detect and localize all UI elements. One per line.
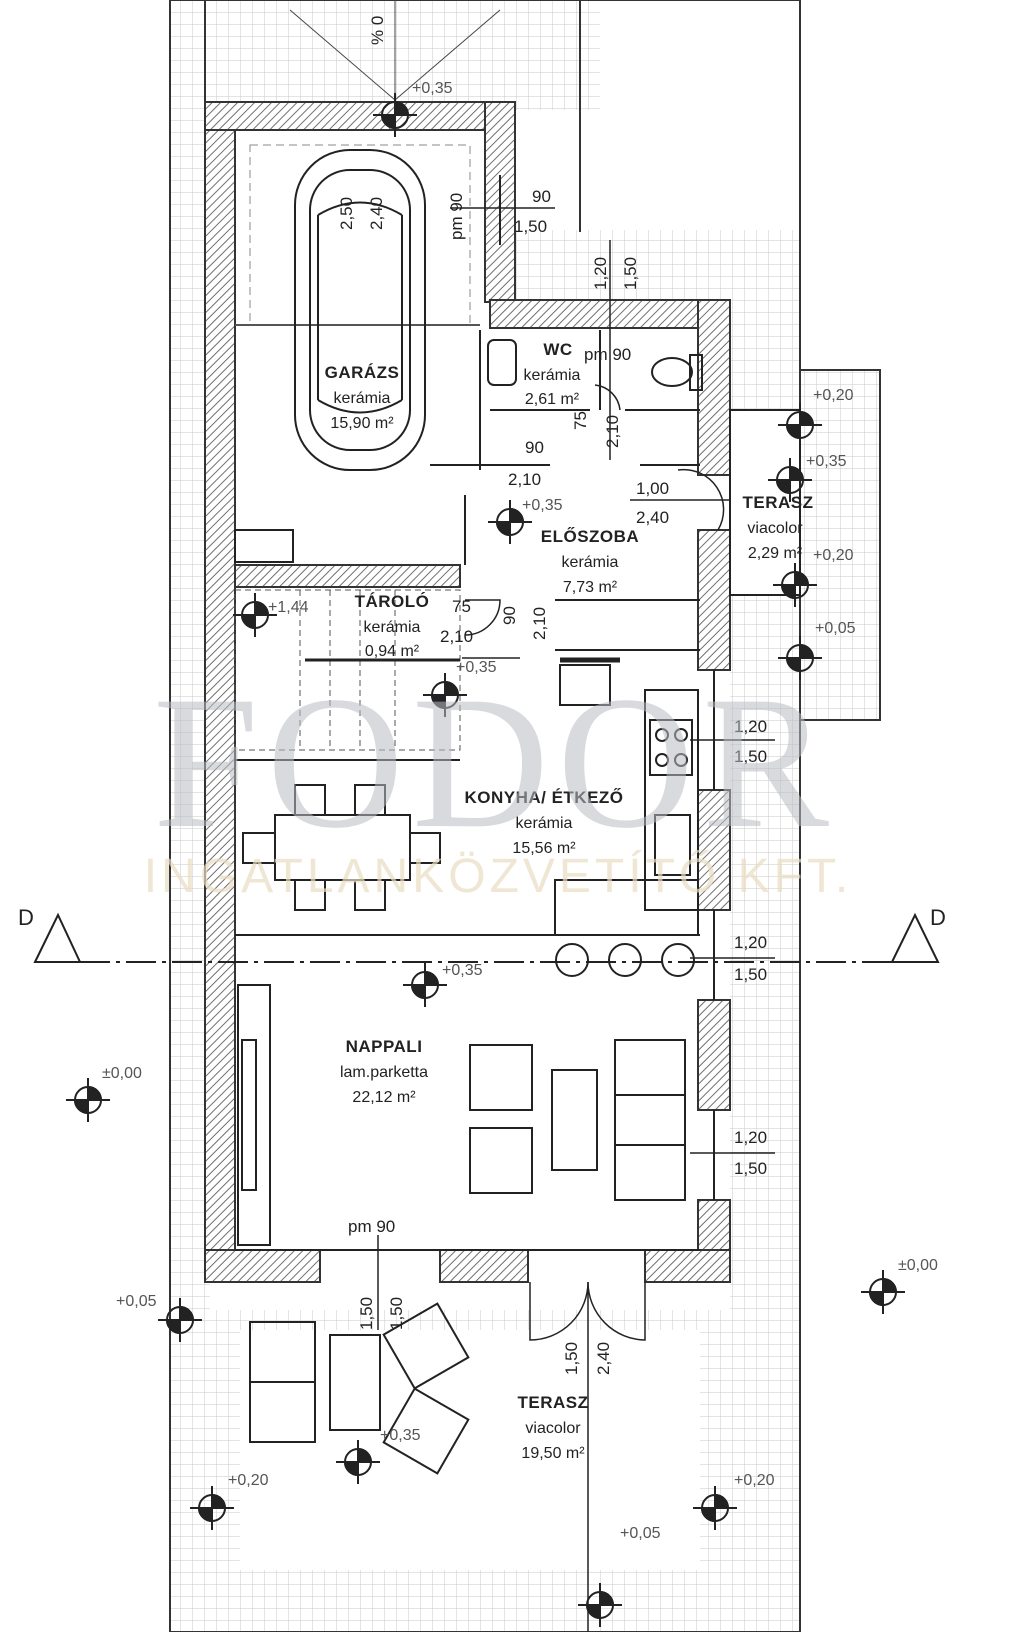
dim-living-window-h: 1,50 <box>734 1159 767 1178</box>
room-wc-floor: kerámia <box>524 367 581 384</box>
room-kitchen-area: 15,56 m² <box>512 840 576 857</box>
dim-entry-h: 2,40 <box>636 508 669 527</box>
level-label: +0,35 <box>456 659 497 676</box>
dining-table <box>242 784 441 911</box>
dim-garage-w1: 90 <box>532 187 551 206</box>
dim-dining-window-w: 1,20 <box>734 933 767 952</box>
room-garage-name: GARÁZS <box>325 363 400 382</box>
section-line <box>33 912 940 963</box>
dim-garage-window: pm 90 <box>447 193 466 240</box>
stairs <box>234 589 461 751</box>
room-kitchen-floor: kerámia <box>516 815 573 832</box>
room-living-floor: lam.parketta <box>340 1064 428 1081</box>
car-icon <box>294 149 426 471</box>
paving-area <box>169 0 881 1632</box>
dim-dining-window-h: 1,50 <box>734 965 767 984</box>
dim-kitchen-window-w: 1,20 <box>734 717 767 736</box>
level-label: ±0,00 <box>102 1065 142 1082</box>
dim-terrace-a2: 1,50 <box>387 1297 406 1330</box>
section-label-left: D <box>18 905 34 930</box>
room-storage-floor: kerámia <box>364 619 421 636</box>
dim-terrace-a1: 1,50 <box>357 1297 376 1330</box>
level-label: +0,35 <box>380 1427 421 1444</box>
watermark-company: INGATLANKÖZVETÍTŐ KFT. <box>144 850 853 903</box>
windows <box>499 175 715 1200</box>
dim-terrace-b2: 2,40 <box>594 1342 613 1375</box>
room-hall-name: ELŐSZOBA <box>541 527 639 546</box>
room-terrace-back-name: TERASZ <box>518 1393 589 1412</box>
dimension-lines <box>377 207 775 1632</box>
room-terrace-side-area: 2,29 m² <box>748 545 803 562</box>
room-garage-floor: kerámia <box>334 390 391 407</box>
room-kitchen-name: KONYHA/ ÉTKEZŐ <box>464 788 623 807</box>
dim-terrace-b1: 1,50 <box>562 1342 581 1375</box>
level-label: ±0,00 <box>898 1257 938 1274</box>
level-label: +0,05 <box>116 1293 157 1310</box>
dim-top-v1: 1,20 <box>591 257 610 290</box>
dim-wc-210: 2,10 <box>603 415 622 448</box>
level-label: +0,05 <box>620 1525 661 1542</box>
dim-garage-h1: 2,50 <box>337 197 356 230</box>
terrace-furniture <box>249 1302 470 1475</box>
slope-label: % 0 <box>368 16 387 45</box>
dim-wc-pm: pm 90 <box>584 345 631 364</box>
room-hall-floor: kerámia <box>562 554 619 571</box>
living-furniture <box>237 984 686 1246</box>
level-label: +0,35 <box>806 453 847 470</box>
doors <box>464 384 725 1341</box>
room-garage-area: 15,90 m² <box>330 415 394 432</box>
room-storage-name: TÁROLÓ <box>355 592 430 611</box>
dim-living-pm: pm 90 <box>348 1217 395 1236</box>
level-marker-icons <box>66 93 905 1627</box>
level-label: +0,35 <box>442 962 483 979</box>
dim-storage-75: 75 <box>452 597 471 616</box>
level-label: +0,20 <box>228 1472 269 1489</box>
level-label: +0,35 <box>522 497 563 514</box>
room-terrace-back-floor: viacolor <box>525 1420 581 1437</box>
room-wc-area: 2,61 m² <box>525 391 580 408</box>
room-terrace-side-name: TERASZ <box>743 493 814 512</box>
watermark-brand: FODOR <box>153 658 837 868</box>
level-label: +1,44 <box>268 599 309 616</box>
dim-garage-h2: 2,40 <box>367 197 386 230</box>
dim-garage-door-h: 2,10 <box>508 470 541 489</box>
level-label: +0,35 <box>412 80 453 97</box>
dim-top-v2: 1,50 <box>621 257 640 290</box>
watermark-logo: FODOR INGATLANKÖZVETÍTŐ KFT. <box>144 658 853 903</box>
room-living-area: 22,12 m² <box>352 1089 416 1106</box>
room-living-name: NAPPALI <box>346 1037 423 1056</box>
room-terrace-side-floor: viacolor <box>747 520 803 537</box>
level-label: +0,05 <box>815 620 856 637</box>
bar-stools <box>555 943 695 977</box>
level-label: +0,20 <box>813 547 854 564</box>
section-label-right: D <box>930 905 946 930</box>
dim-storage-210: 2,10 <box>440 627 473 646</box>
room-storage-area: 0,94 m² <box>365 643 420 660</box>
dim-hall-90: 90 <box>500 606 519 625</box>
room-wc-name: WC <box>543 340 572 359</box>
kitchen-counter <box>554 664 699 936</box>
garage-space-outline <box>249 144 471 326</box>
slope-arrow <box>289 0 501 101</box>
dim-garage-w2: 1,50 <box>514 217 547 236</box>
room-hall-area: 7,73 m² <box>563 579 618 596</box>
level-label: +0,20 <box>734 1472 775 1489</box>
wc-fixtures <box>487 339 703 391</box>
dim-entry-w: 1,00 <box>636 479 669 498</box>
side-terrace <box>729 409 801 596</box>
dim-wc-75: 75 <box>571 411 590 430</box>
exterior-walls <box>204 101 731 1283</box>
dim-hall-210: 2,10 <box>530 607 549 640</box>
boiler <box>234 529 294 563</box>
level-label: +0,20 <box>813 387 854 404</box>
dim-garage-door-w: 90 <box>525 438 544 457</box>
dim-living-window-w: 1,20 <box>734 1128 767 1147</box>
dim-kitchen-window-h: 1,50 <box>734 747 767 766</box>
room-terrace-back-area: 19,50 m² <box>521 1445 585 1462</box>
